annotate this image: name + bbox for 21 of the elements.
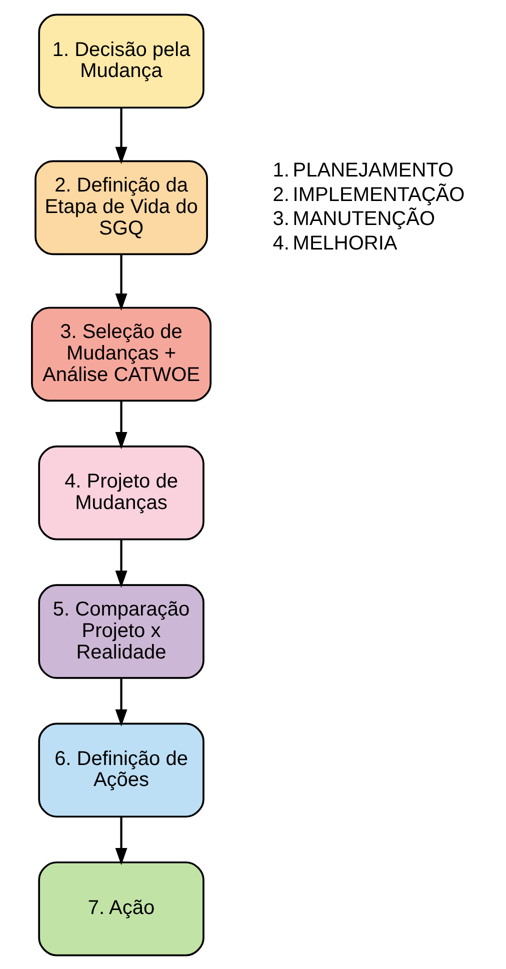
label: 3. [272, 208, 289, 230]
node-box: 6. Definição de Ações [38, 722, 204, 818]
node-box: 2. Definição da Etapa de Vida do SGQ [34, 160, 208, 255]
label: 2. [272, 183, 289, 206]
arrow [114, 254, 127, 310]
node-box: 5. Comparação Projeto x Realidade [38, 584, 204, 678]
label: IMPLEMENTAÇÃO [292, 183, 464, 206]
arrow [114, 816, 127, 865]
node-box: 3. Seleção de Mudanças + Análise CATWOE [30, 306, 212, 402]
label: MELHORIA [292, 232, 397, 254]
arrow [114, 539, 127, 588]
node-box: 4. Projeto de Mudanças [38, 444, 204, 540]
arrow [114, 107, 127, 164]
label: PLANEJAMENTO [292, 159, 454, 182]
label: 1. [272, 159, 289, 182]
label: MANUTENÇÃO [292, 208, 435, 230]
label: 4. [272, 232, 289, 254]
node-box: 1. Decisão pela Mudança [38, 13, 204, 108]
node-box: 7. Ação [38, 860, 204, 956]
arrow [114, 400, 127, 449]
arrow [114, 678, 127, 726]
